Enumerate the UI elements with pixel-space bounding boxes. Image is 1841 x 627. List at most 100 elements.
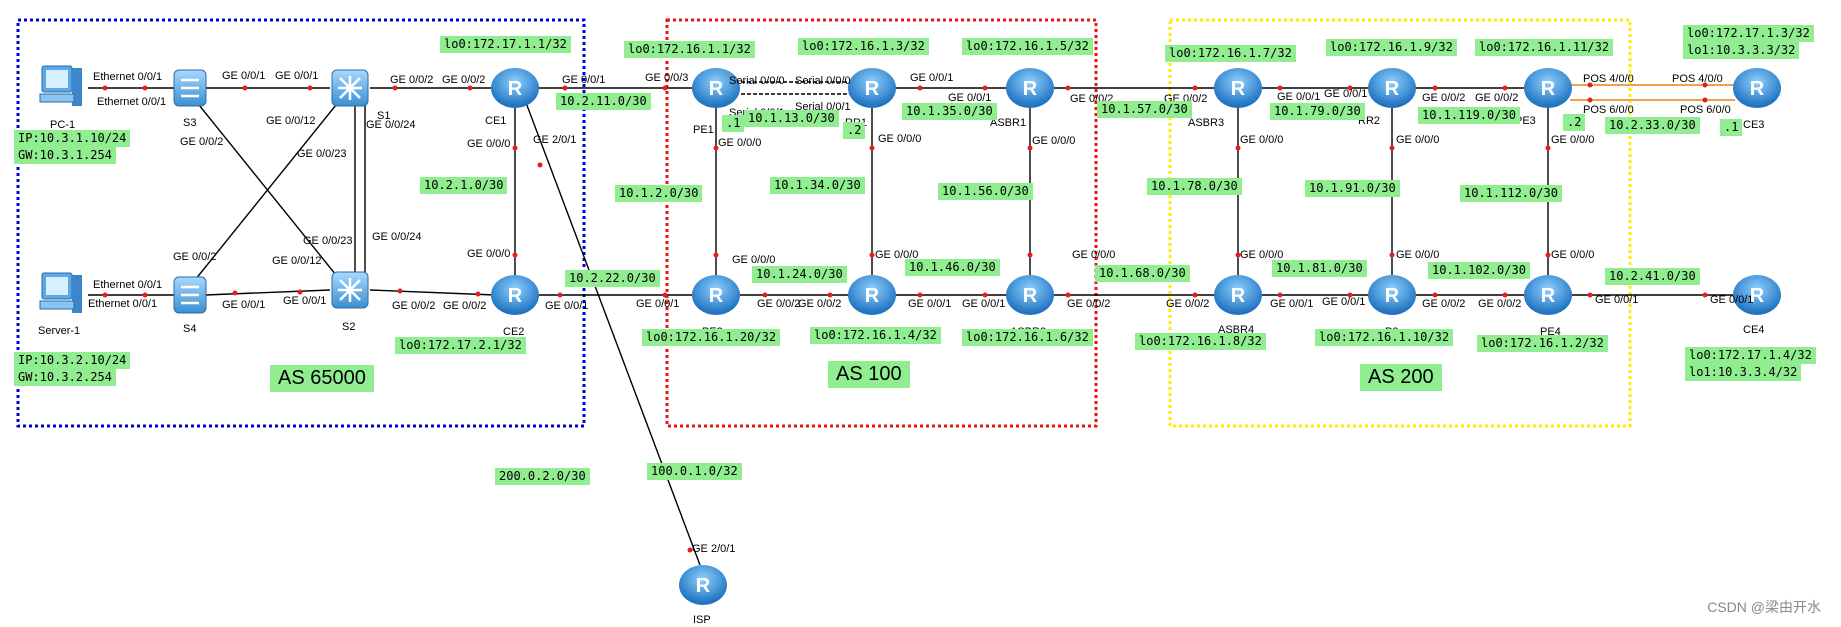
pc-icon — [39, 65, 82, 106]
port-label: GE 0/0/2 — [180, 136, 223, 148]
link-s4-s2 — [204, 289, 331, 296]
port-label: GE 0/0/0 — [1240, 134, 1283, 146]
port-label: GE 0/0/23 — [297, 148, 347, 160]
ce3-host-tag: .1 — [1720, 119, 1743, 136]
port-label: GE 0/0/1 — [1277, 91, 1320, 103]
router-icon: R — [1006, 68, 1054, 108]
port-label: GE 0/0/1 — [222, 299, 265, 311]
port-label: GE 0/0/2 — [1475, 92, 1518, 104]
subnet-pe3-pe4-tag: 10.1.112.0/30 — [1460, 185, 1562, 202]
svg-text:R: R — [709, 285, 724, 307]
ce2-loopback-tag: lo0:172.17.2.1/32 — [395, 337, 526, 354]
router-icon: R — [848, 68, 896, 108]
node-label-server1: Server-1 — [38, 325, 80, 337]
pe4-loopback-tag: lo0:172.16.1.2/32 — [1477, 335, 1608, 352]
subnet-ce1-ce2-tag: 10.2.1.0/30 — [420, 177, 508, 194]
asbr2-loopback-tag: lo0:172.16.1.6/32 — [962, 329, 1093, 346]
port-label: POS 4/0/0 — [1672, 73, 1723, 85]
subnet-pe2-p1-tag: 10.1.24.0/30 — [752, 266, 847, 283]
port-label: GE 0/0/1 — [1324, 88, 1367, 100]
port-label: GE 0/0/1 — [222, 70, 265, 82]
node-label-ce3: CE3 — [1743, 119, 1764, 131]
as200-boundary — [1168, 18, 1632, 428]
pe1-host-tag: .1 — [722, 115, 745, 132]
pe1-loopback-tag: lo0:172.16.1.1/32 — [624, 41, 755, 58]
svg-text:R: R — [508, 78, 523, 100]
ce4-loopback1-tag: lo1:10.3.3.4/32 — [1685, 364, 1802, 381]
router-icon: R — [848, 275, 896, 315]
port-label: GE 0/0/0 — [718, 137, 761, 149]
router-icon: R — [679, 565, 727, 605]
port-label: Ethernet 0/0/1 — [88, 298, 157, 310]
svg-text:R: R — [1023, 285, 1038, 307]
subnet-asbr1-asbr2-tag: 10.1.56.0/30 — [938, 183, 1033, 200]
pc1-gateway-tag: GW:10.3.1.254 — [14, 147, 116, 164]
port-label: GE 2/0/1 — [692, 543, 735, 555]
svg-text:R: R — [709, 78, 724, 100]
port-label: GE 0/0/1 — [275, 70, 318, 82]
rr1-loopback-tag: lo0:172.16.1.3/32 — [798, 38, 929, 55]
port-label: GE 0/0/2 — [1067, 298, 1110, 310]
subnet-pe3-ce3-tag: 10.2.33.0/30 — [1605, 117, 1700, 134]
svg-text:R: R — [865, 285, 880, 307]
router-icon: R — [692, 275, 740, 315]
server1-gateway-tag: GW:10.3.2.254 — [14, 369, 116, 386]
port-label: GE 2/0/1 — [533, 134, 576, 146]
node-label-isp: ISP — [693, 614, 711, 626]
port-label: GE 0/0/0 — [1551, 134, 1594, 146]
as65000-boundary — [16, 18, 586, 428]
port-label: GE 0/0/1 — [1595, 294, 1638, 306]
asbr1-loopback-tag: lo0:172.16.1.5/32 — [962, 38, 1093, 55]
ce4-loopback0-tag: lo0:172.17.1.4/32 — [1685, 347, 1816, 364]
pc-icons — [39, 65, 82, 313]
svg-text:R: R — [1231, 285, 1246, 307]
port-label: GE 0/0/12 — [272, 255, 322, 267]
router-icon: R — [1368, 68, 1416, 108]
node-label-s2: S2 — [342, 321, 355, 333]
port-label: GE 0/0/2 — [1478, 298, 1521, 310]
pe3-loopback-tag: lo0:172.16.1.11/32 — [1475, 39, 1614, 56]
node-label-asbr3: ASBR3 — [1188, 117, 1224, 129]
port-label: GE 0/0/1 — [636, 298, 679, 310]
port-label: POS 6/0/0 — [1583, 104, 1634, 116]
watermark: CSDN @梁由开水 — [1707, 599, 1821, 615]
port-label: GE 0/0/23 — [303, 235, 353, 247]
ce3-loopback0-tag: lo0:172.17.1.3/32 — [1683, 25, 1814, 42]
pe2-loopback-tag: lo0:172.16.1.20/32 — [642, 329, 781, 346]
port-label: GE 0/0/24 — [366, 119, 416, 131]
server-icon — [39, 272, 82, 313]
asbr4-loopback-tag: lo0:172.16.1.8/32 — [1135, 333, 1266, 350]
subnet-asbr3-asbr4-tag: 10.1.78.0/30 — [1147, 178, 1242, 195]
svg-text:R: R — [696, 575, 711, 597]
port-label: Ethernet 0/0/1 — [93, 71, 162, 83]
subnet-rr1-p1-tag: 10.1.34.0/30 — [770, 177, 865, 194]
p1-loopback-tag: lo0:172.16.1.4/32 — [810, 327, 941, 344]
svg-text:R: R — [1541, 285, 1556, 307]
link-s2-ce2 — [369, 289, 496, 296]
as200-label: AS 200 — [1360, 364, 1442, 391]
node-label-s3: S3 — [183, 117, 196, 129]
port-label: GE 0/0/2 — [443, 300, 486, 312]
pe3-host-tag: .2 — [1563, 114, 1586, 131]
subnet-rr1-asbr1-tag: 10.1.35.0/30 — [902, 103, 997, 120]
port-label: GE 0/0/0 — [467, 138, 510, 150]
node-label-pe3: PE3 — [1515, 115, 1536, 127]
port-label: GE 0/0/0 — [1032, 135, 1075, 147]
port-label: GE 0/0/3 — [645, 72, 688, 84]
port-label: POS 4/0/0 — [1583, 73, 1634, 85]
port-label: GE 0/0/0 — [875, 249, 918, 261]
subnet-asbr1-asbr3-tag: 10.1.57.0/30 — [1097, 101, 1192, 118]
as65000-label: AS 65000 — [270, 365, 374, 392]
router-icon: R — [1214, 68, 1262, 108]
port-label: POS 6/0/0 — [1680, 104, 1731, 116]
port-label: GE 0/0/2 — [1422, 298, 1465, 310]
router-icons: R R R R R R R R R R R R R R R R R — [491, 68, 1781, 605]
subnet-rr2-p2-tag: 10.1.91.0/30 — [1305, 180, 1400, 197]
port-label: GE 0/0/2 — [757, 298, 800, 310]
port-label: Serial 0/0/0 — [729, 75, 785, 87]
node-label-s1: S1 — [377, 110, 390, 122]
router-icon: R — [1368, 275, 1416, 315]
node-label-ce4: CE4 — [1743, 324, 1764, 336]
port-label: Ethernet 0/0/1 — [93, 279, 162, 291]
port-dots — [102, 82, 1708, 553]
